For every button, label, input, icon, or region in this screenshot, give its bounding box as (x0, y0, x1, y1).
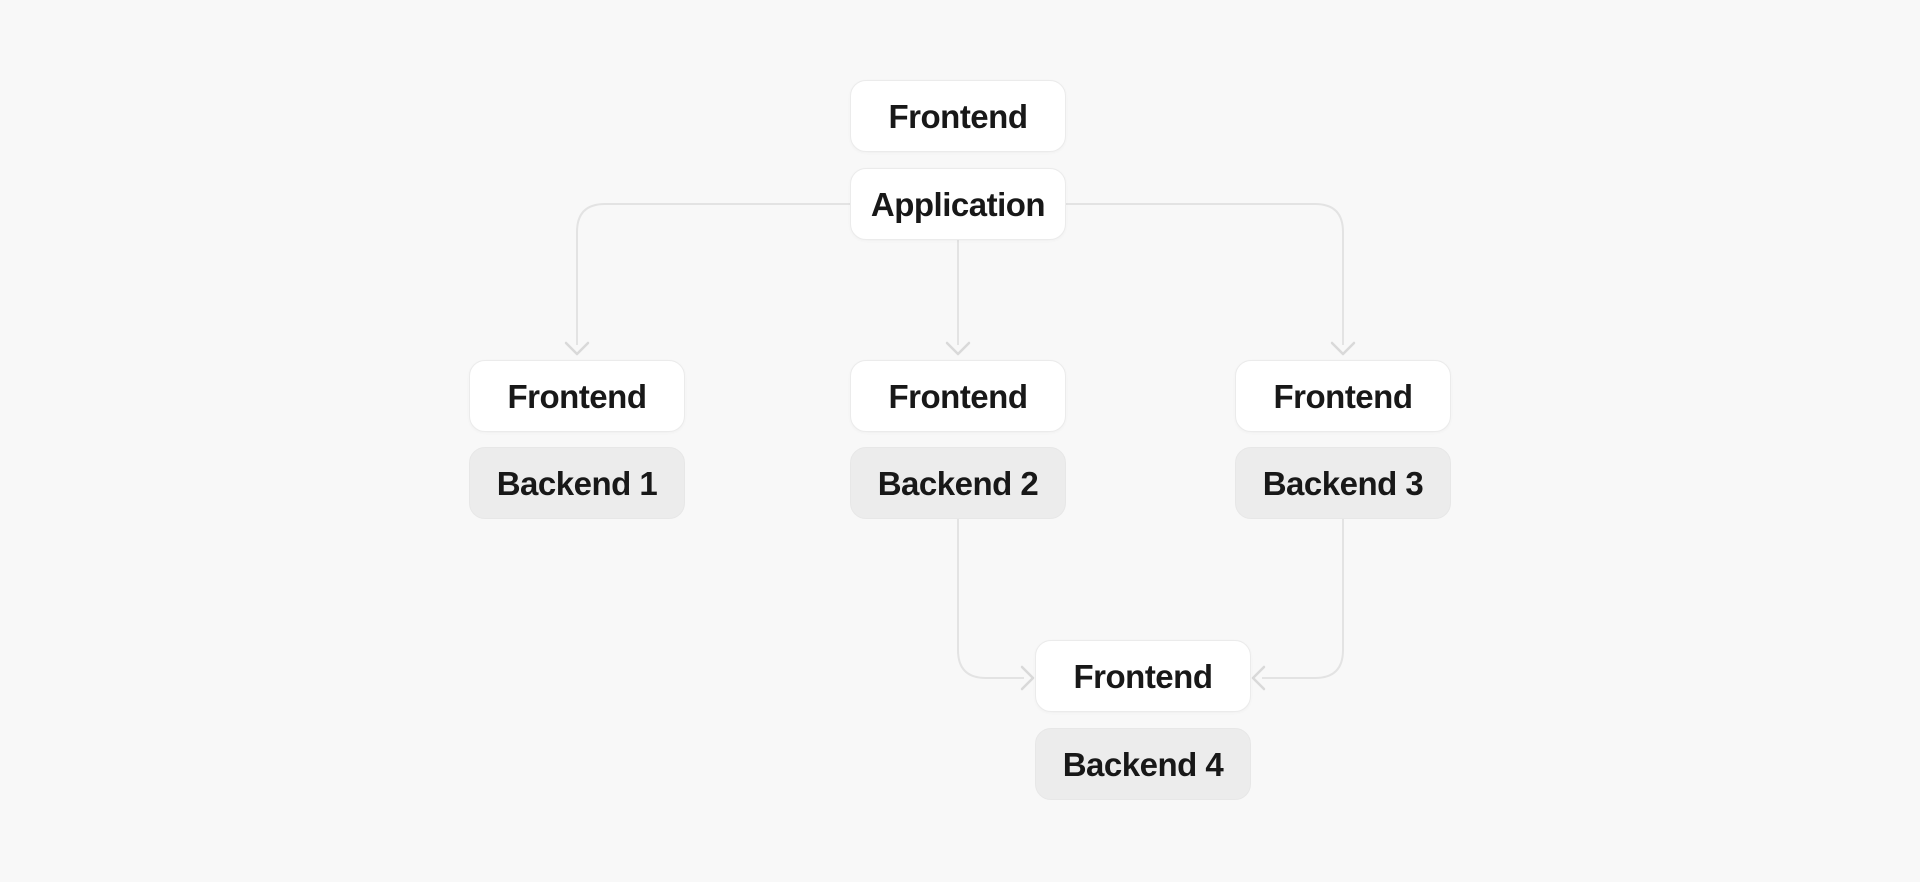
edge-application-to-frontend-3 (1066, 203, 1344, 345)
node-label: Backend 4 (1062, 745, 1224, 783)
node-label: Backend 3 (1262, 464, 1424, 502)
node-frontend-4[interactable]: Frontend (1035, 640, 1251, 712)
edge-backend-2-to-frontend-4 (957, 519, 1024, 679)
node-frontend-3[interactable]: Frontend (1235, 360, 1451, 432)
arrowhead-down-icon (1330, 341, 1356, 356)
node-label: Application (870, 185, 1046, 223)
node-label: Frontend (507, 377, 647, 415)
node-application[interactable]: Application (850, 168, 1066, 240)
node-frontend-root[interactable]: Frontend (850, 80, 1066, 152)
arrowhead-left-icon (1251, 665, 1266, 691)
node-label: Frontend (888, 377, 1028, 415)
node-backend-2[interactable]: Backend 2 (850, 447, 1066, 519)
arrowhead-down-icon (945, 341, 971, 356)
edge-application-to-frontend-1 (576, 203, 850, 345)
edge-backend-3-to-frontend-4 (1262, 519, 1344, 679)
node-frontend-1[interactable]: Frontend (469, 360, 685, 432)
node-label: Frontend (1273, 377, 1413, 415)
node-backend-1[interactable]: Backend 1 (469, 447, 685, 519)
node-label: Backend 1 (496, 464, 658, 502)
node-frontend-2[interactable]: Frontend (850, 360, 1066, 432)
node-label: Backend 2 (877, 464, 1039, 502)
node-backend-4[interactable]: Backend 4 (1035, 728, 1251, 800)
node-label: Frontend (1073, 657, 1213, 695)
arrowhead-down-icon (564, 341, 590, 356)
node-backend-3[interactable]: Backend 3 (1235, 447, 1451, 519)
node-label: Frontend (888, 97, 1028, 135)
arrowhead-right-icon (1020, 665, 1035, 691)
